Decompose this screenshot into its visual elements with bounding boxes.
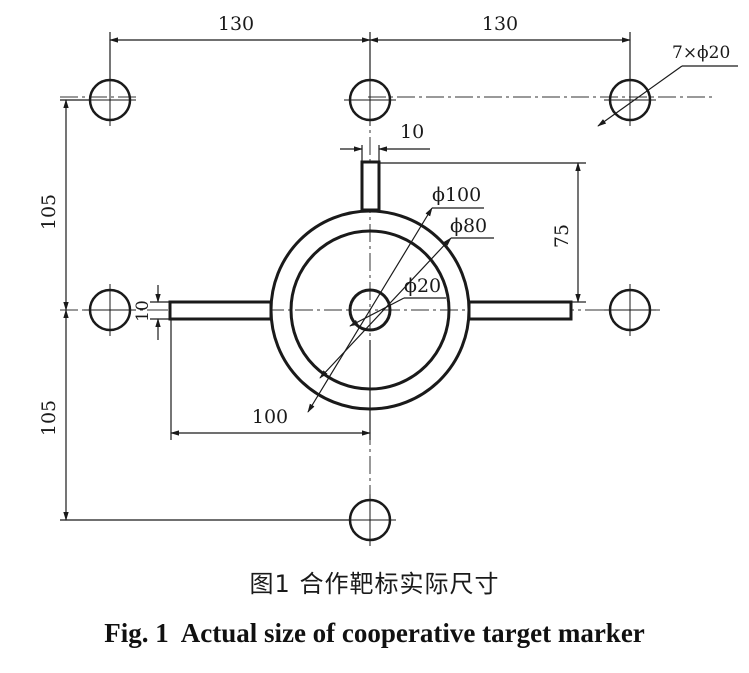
figure-caption-english: Fig. 1 Actual size of cooperative target …: [0, 618, 749, 649]
right-arm: [467, 300, 573, 321]
dim-100-bottom: 100: [252, 406, 288, 428]
dimension-lines: [60, 32, 738, 521]
arms: [168, 160, 573, 321]
dim-holes: 7×ϕ20: [672, 43, 730, 63]
dim-75: 75: [551, 224, 573, 248]
left-arm: [168, 300, 273, 321]
dim-phi20: ϕ20: [404, 275, 441, 297]
dim-upper-arm-width: 10: [400, 121, 424, 143]
hole-top-center: [344, 74, 396, 126]
dim-130-left: 130: [218, 13, 254, 35]
figure-number: Fig. 1: [104, 618, 169, 648]
hole-mid-left: [84, 284, 136, 336]
figure-title: Actual size of cooperative target marker: [180, 618, 645, 648]
dim-phi100: ϕ100: [432, 184, 481, 206]
hole-bottom-center: [344, 494, 396, 546]
target-marker-drawing: 130 130 7×ϕ20 10 ϕ100 ϕ80 ϕ20 75 105 105…: [38, 13, 738, 546]
hole-mid-right: [604, 284, 656, 336]
dimension-labels: 130 130 7×ϕ20 10 ϕ100 ϕ80 ϕ20 75 105 105…: [38, 13, 730, 436]
dim-130-right: 130: [482, 13, 518, 35]
hole-top-right: [604, 74, 656, 126]
hole-top-left: [84, 74, 136, 126]
dim-phi80: ϕ80: [450, 215, 487, 237]
dim-105-upper: 105: [38, 194, 60, 230]
dim-105-lower: 105: [38, 400, 60, 436]
upper-arm: [360, 160, 381, 212]
dim-bar-thickness: 10: [133, 300, 153, 322]
figure-caption-chinese: 图1 合作靶标实际尺寸: [249, 570, 500, 598]
